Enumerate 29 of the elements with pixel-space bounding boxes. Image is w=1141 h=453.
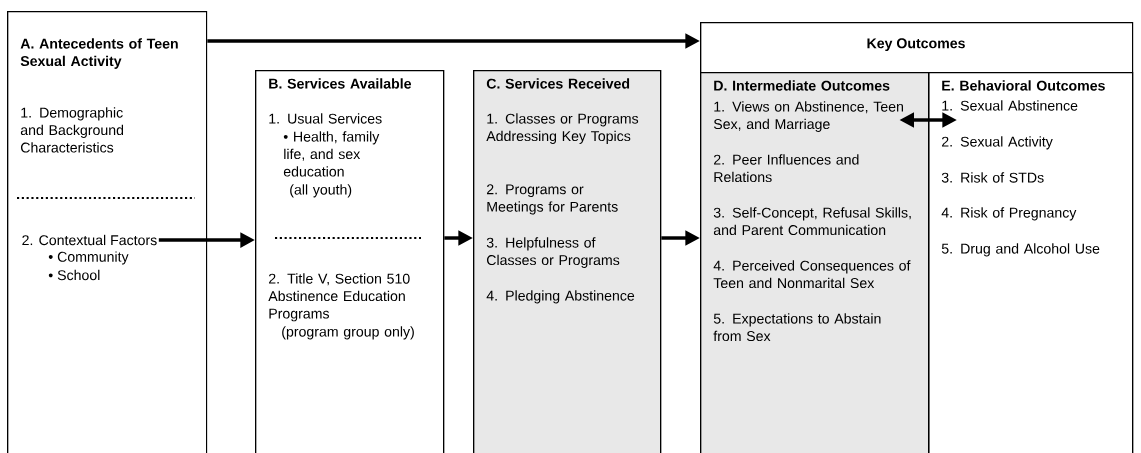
list-item: 3. Self-Concept, Refusal Skills, and Parent Communication [713, 207, 911, 236]
list-item: 2. Sexual Activity [942, 136, 1053, 150]
list-item: 4. Risk of Pregnancy [941, 207, 1077, 221]
bullet-item: • School [48, 269, 100, 281]
list-item: (program group only) [282, 326, 414, 340]
list-item: 1. Sexual Abstinence [942, 100, 1078, 111]
list-item: 2. Programs or Meetings for Parents [487, 184, 618, 215]
list-item: 2. Title V, Section 510 Abstinence Education Programs [268, 273, 410, 322]
list-item: 4. Pledging Abstinence [486, 290, 635, 304]
list-item: 5. Drug and Alcohol Use [941, 243, 1100, 257]
list-item: 3. Risk of STDs [941, 172, 1044, 183]
list-item: (all youth) [290, 184, 352, 198]
list-item: 2. Peer Influences and Relations [714, 154, 859, 183]
bullet-item: • Health, family life, and sex education [283, 131, 380, 177]
box-heading: E. Behavioral Outcomes [942, 80, 1105, 91]
box-heading: C. Services Received [486, 78, 630, 89]
list-item: 3. Helpfulness of Classes or Programs [486, 237, 620, 268]
box-heading: Key Outcomes [867, 38, 965, 52]
list-item: 5. Expectations to Abstain from Sex [713, 313, 881, 342]
list-item: 1. Classes or Programs Addressing Key Topics [486, 113, 639, 144]
box-heading: D. Intermediate Outcomes [714, 80, 890, 91]
list-item: 2. Contextual Factors [22, 234, 157, 246]
list-item: 1. Demographic and Background Characteristics [20, 107, 124, 153]
box-heading: A. Antecedents of Teen Sexual Activity [20, 38, 178, 69]
list-item: 1. Usual Services [269, 113, 382, 124]
list-item: 1. Views on Abstinence, Teen Sex, and Marriage [713, 101, 903, 132]
list-item: 4. Perceived Consequences of Teen and Nonmarital Sex [713, 260, 911, 289]
bullet-item: • Community [48, 251, 129, 265]
box-heading: B. Services Available [269, 78, 412, 89]
